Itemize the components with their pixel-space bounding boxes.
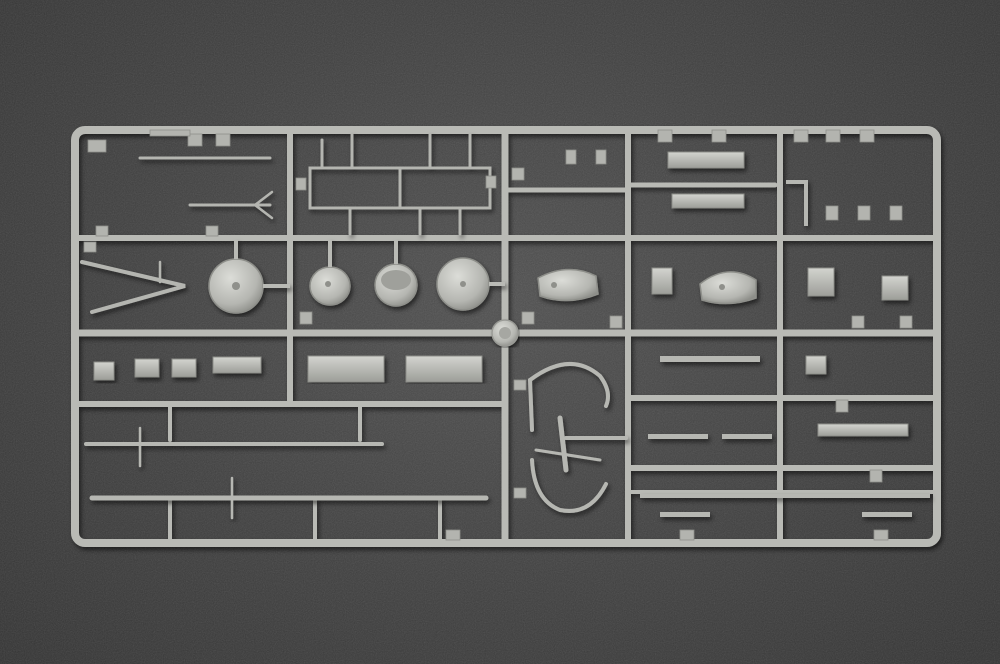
mantlet-part-b <box>699 271 757 305</box>
rod-parts <box>84 426 489 520</box>
mantlet-part-a <box>537 268 599 302</box>
bar-parts <box>93 355 483 383</box>
sprue-center-hub <box>491 319 519 347</box>
plate-part <box>651 267 673 295</box>
right-parts <box>640 151 930 517</box>
upper-parts <box>80 132 492 314</box>
curved-parts <box>528 362 628 513</box>
sprue-outer-frame <box>71 126 941 547</box>
attachment-tabs <box>83 129 913 541</box>
round-parts <box>208 240 757 314</box>
